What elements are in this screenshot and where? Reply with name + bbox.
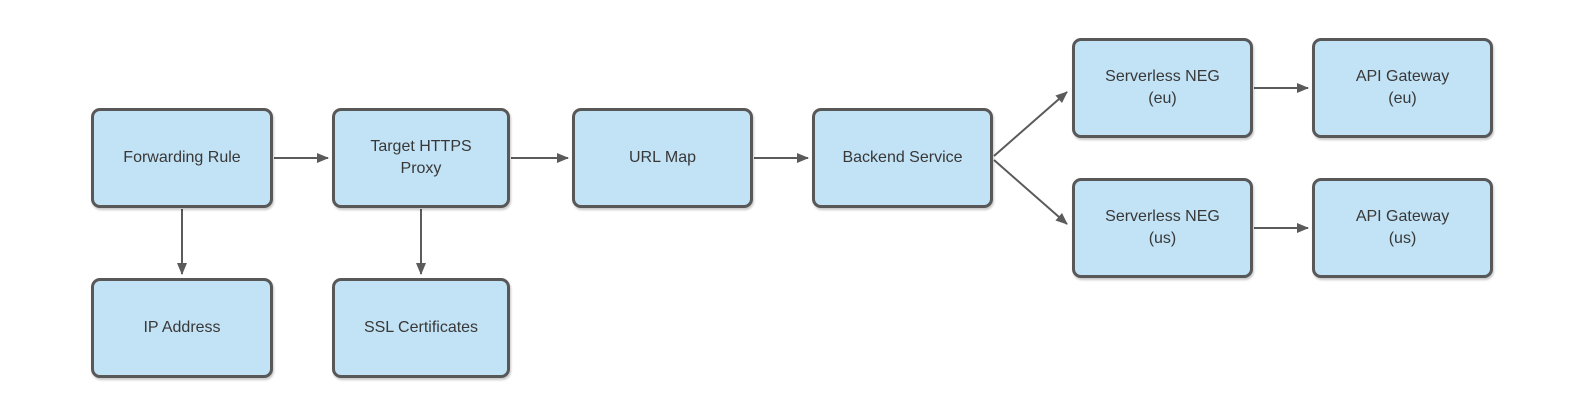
node-label: Serverless NEG (us) bbox=[1105, 208, 1220, 247]
node-target-https-proxy: Target HTTPS Proxy bbox=[332, 108, 510, 208]
node-label: URL Map bbox=[629, 149, 696, 166]
node-serverless-neg-us: Serverless NEG (us) bbox=[1072, 178, 1253, 278]
node-url-map: URL Map bbox=[572, 108, 753, 208]
node-forwarding-rule: Forwarding Rule bbox=[91, 108, 273, 208]
node-serverless-neg-eu: Serverless NEG (eu) bbox=[1072, 38, 1253, 138]
edge-backend-service-to-serverless-neg-eu bbox=[993, 91, 1068, 157]
node-api-gateway-eu: API Gateway (eu) bbox=[1312, 38, 1493, 138]
node-label: Serverless NEG (eu) bbox=[1105, 68, 1220, 107]
node-label: Backend Service bbox=[842, 149, 963, 166]
node-label: Target HTTPS Proxy bbox=[370, 138, 472, 177]
node-label: SSL Certificates bbox=[363, 319, 479, 336]
node-ssl-certificates: SSL Certificates bbox=[332, 278, 510, 378]
node-backend-service: Backend Service bbox=[812, 108, 993, 208]
node-label: Forwarding Rule bbox=[123, 149, 241, 166]
node-api-gateway-us: API Gateway (us) bbox=[1312, 178, 1493, 278]
node-label: IP Address bbox=[143, 319, 221, 336]
node-label: API Gateway (eu) bbox=[1355, 68, 1450, 107]
node-ip-address: IP Address bbox=[91, 278, 273, 378]
node-label: API Gateway (us) bbox=[1355, 208, 1450, 247]
edge-backend-service-to-serverless-neg-us bbox=[993, 159, 1068, 225]
